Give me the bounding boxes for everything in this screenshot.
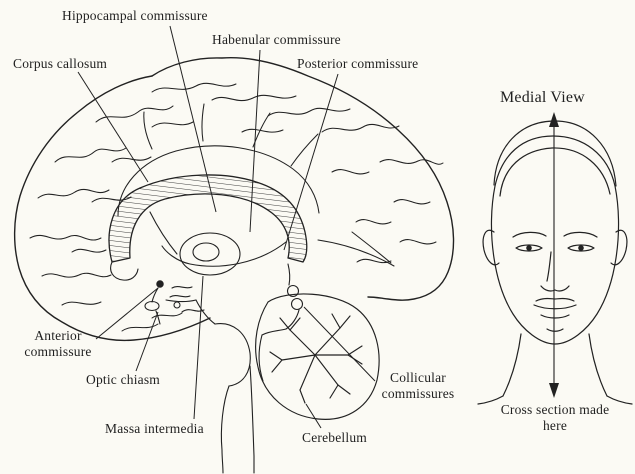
label-corpus-callosum: Corpus callosum <box>13 56 108 71</box>
label-cross-section: Cross section made here <box>500 402 610 434</box>
leader-corpus-callosum <box>77 71 149 183</box>
chin-crease <box>546 328 564 332</box>
hairline <box>499 147 611 197</box>
right-ear <box>610 229 628 266</box>
label-hippocampal-commissure: Hippocampal commissure <box>62 8 208 23</box>
leader-massa-intermedia <box>193 275 204 420</box>
leader-hippocampal <box>169 25 217 213</box>
label-massa-intermedia: Massa intermedia <box>105 421 204 436</box>
label-posterior-commissure: Posterior commissure <box>297 56 419 71</box>
leader-cerebellum <box>305 403 322 429</box>
nose <box>540 251 570 292</box>
cortex-outline <box>151 56 455 301</box>
label-medial-view: Medial View <box>500 89 585 106</box>
leader-posterior <box>283 73 339 251</box>
leader-anterior-commissure <box>95 287 159 340</box>
corpus-callosum-band <box>108 174 308 263</box>
right-eye <box>567 244 595 252</box>
leader-optic-chiasm <box>135 311 159 372</box>
shoulders <box>477 395 633 405</box>
arrow-up-icon <box>549 112 559 127</box>
left-pupil <box>526 245 532 251</box>
leader-lines <box>77 25 376 429</box>
left-eye <box>515 244 543 252</box>
leader-collicular <box>303 306 376 382</box>
neck <box>502 333 608 397</box>
label-optic-chiasm: Optic chiasm <box>86 372 161 387</box>
left-ear <box>482 229 500 266</box>
right-pupil <box>578 245 584 251</box>
label-anterior-commissure: Anterior commissure <box>24 328 92 360</box>
diencephalon-brainstem <box>110 211 304 474</box>
face-illustration <box>477 112 633 405</box>
head-outline <box>490 135 620 345</box>
cortex-outline-basal <box>13 75 211 342</box>
mouth <box>533 297 577 319</box>
cortex-gyri <box>29 82 444 332</box>
brain-illustration <box>13 56 455 474</box>
label-cerebellum: Cerebellum <box>302 430 367 445</box>
label-habenular-commissure: Habenular commissure <box>212 32 341 47</box>
label-collicular-commissures: Collicular commissures <box>381 370 455 402</box>
leader-habenular <box>249 49 261 233</box>
eyebrows <box>512 231 598 238</box>
cerebellum-illustration <box>255 293 380 420</box>
arrow-down-icon <box>549 383 559 398</box>
